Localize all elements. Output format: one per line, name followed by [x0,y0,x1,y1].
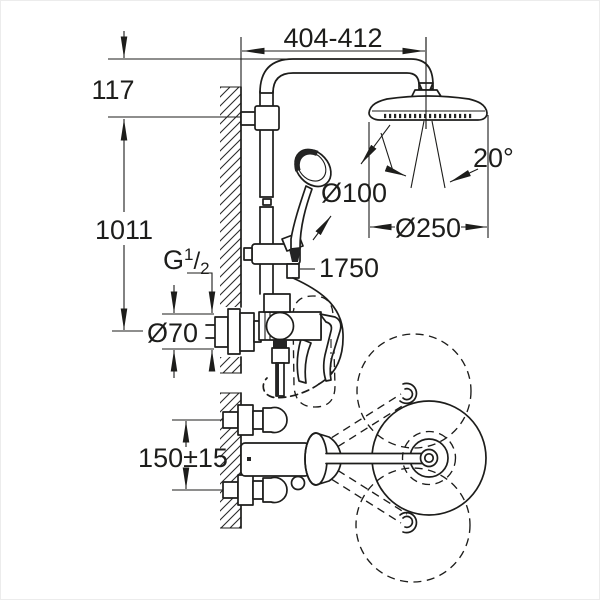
shower-arm [259,58,434,94]
label-top-offset: 117 [91,75,134,105]
holder-hook-lower [399,511,418,534]
label-spray-angle: 20° [473,143,514,173]
bracket-collar [254,105,280,131]
rail-joint [262,198,272,206]
mixer-lever [319,313,342,382]
label-escutcheon-diameter: Ø70 [147,318,198,348]
label-hand-shower-diameter: Ø100 [321,178,387,208]
label-arm-projection: 404-412 [283,23,382,53]
label-thread-size: G1/2 [163,245,210,278]
lever-plan-silhouette [296,338,312,384]
arm-hub-cap [419,448,439,468]
shower-arm-plan [325,452,426,465]
side-view [205,37,488,399]
hand-shower [289,148,332,262]
mixer-body-plan [240,442,310,477]
dimension-labels: 404-412 117 1011 G1/2 Ø70 Ø100 1750 20° … [91,23,513,473]
swivel-position-upper-circle [356,333,472,449]
mixer-top-collar [263,293,291,313]
hand-shower-handle [290,185,313,250]
lever-swing-envelope [292,295,336,408]
label-hose-length: 1750 [319,253,379,283]
label-rail-height: 1011 [95,215,153,245]
holder-hook-upper [399,382,418,405]
label-inlet-spacing: 150±15 [138,443,228,473]
diverter-ball [265,311,295,341]
supply-fitting [205,308,262,355]
riser-rail [259,90,274,295]
mixer-side [258,293,342,397]
hose-nipple [286,263,300,279]
hand-shower-face-band [294,149,319,172]
swivel-position-lower-circle [355,467,471,583]
label-head-shower-diameter: Ø250 [395,213,461,243]
aerator-mesh [273,340,287,348]
plan-view [222,295,487,583]
head-shower-side [368,95,488,121]
spray-cone [410,120,446,189]
supply-inlet-upper [222,404,288,436]
